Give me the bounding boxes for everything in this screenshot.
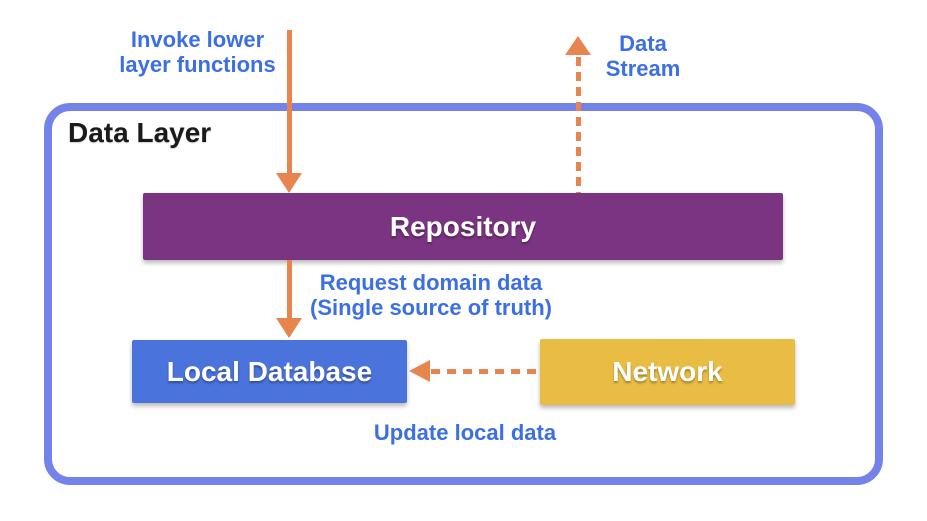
network-node: Network — [540, 339, 795, 405]
request-domain-label-line1: Request domain data — [319, 270, 543, 295]
data-layer-box — [44, 103, 883, 485]
invoke-lower-label: Invoke lower layer functions — [105, 27, 290, 77]
local-database-node: Local Database — [132, 340, 407, 403]
request-domain-label: Request domain data (Single source of tr… — [296, 270, 566, 320]
invoke-lower-label-line1: Invoke lower — [130, 27, 265, 52]
request-domain-arrow-stem — [287, 260, 292, 318]
repository-node: Repository — [143, 193, 783, 260]
data-stream-arrow-stem — [576, 57, 581, 193]
invoke-lower-label-line2: layer functions — [119, 52, 276, 77]
invoke-arrow-stem — [287, 30, 292, 173]
data-stream-label-line2: Stream — [605, 56, 681, 81]
request-domain-arrowhead-down-icon — [276, 318, 302, 338]
update-local-arrow-stem — [431, 369, 540, 374]
update-local-label: Update local data — [373, 420, 557, 445]
request-domain-label-line2: (Single source of truth) — [310, 295, 552, 320]
invoke-arrowhead-down-icon — [276, 173, 302, 193]
update-local-arrowhead-left-icon — [409, 360, 430, 382]
data-stream-arrowhead-up-icon — [565, 36, 591, 55]
data-stream-label-line1: Data — [619, 31, 667, 56]
data-layer-title: Data Layer — [68, 117, 212, 148]
data-stream-label: Data Stream — [598, 31, 688, 81]
